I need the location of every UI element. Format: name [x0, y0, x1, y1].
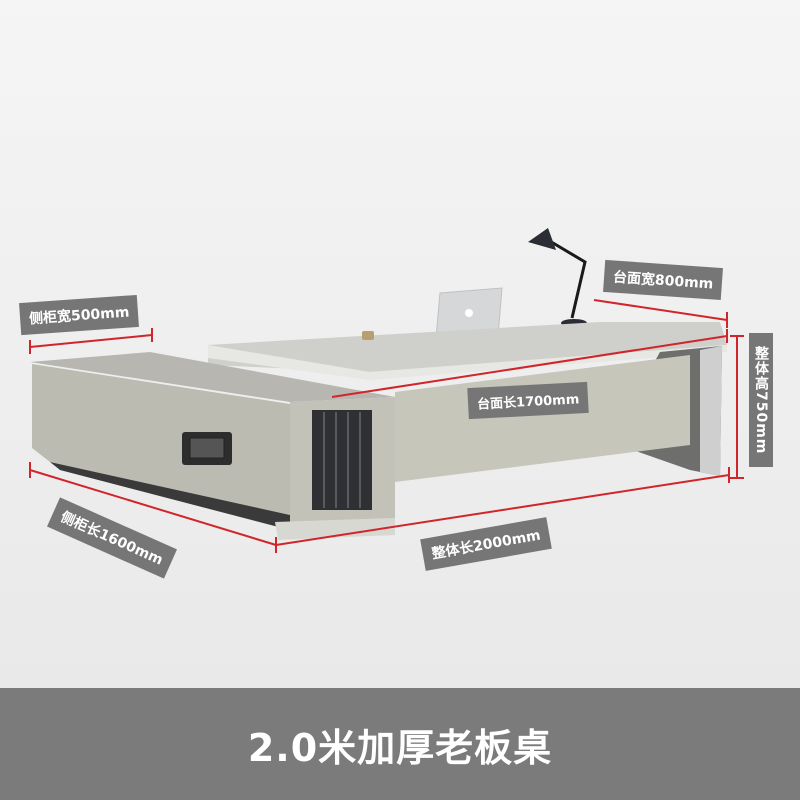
side-cabinet	[30, 352, 395, 540]
modesty-panel	[395, 355, 690, 482]
desk-lamp	[528, 228, 587, 327]
desktop-length-label: 台面长1700mm	[467, 381, 590, 420]
dimension-lines	[29, 299, 744, 553]
overall-height-label: 整体高750mm	[749, 333, 773, 467]
desk-top	[208, 322, 727, 380]
product-title: 2.0米加厚老板桌	[247, 725, 553, 770]
title-banner: 2.0米加厚老板桌	[0, 688, 800, 800]
